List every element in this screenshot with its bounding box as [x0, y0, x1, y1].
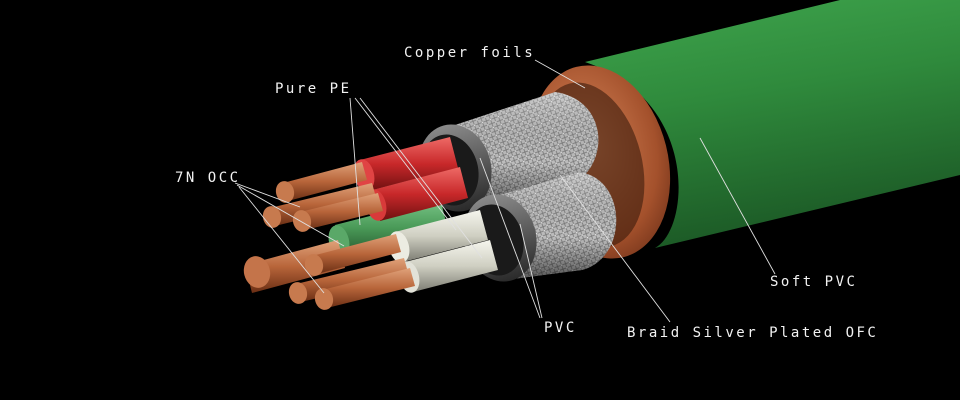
- label-copper-foils: Copper foils: [404, 45, 536, 61]
- label-braid-silver-plated-ofc: Braid Silver Plated OFC: [627, 325, 879, 341]
- red-insulation-upper: [360, 137, 458, 191]
- label-soft-pvc: Soft PVC: [770, 274, 858, 290]
- copper-conductors: [243, 162, 415, 310]
- soft-pvc-jacket: [585, 0, 960, 248]
- red-insulation-lower: [372, 167, 468, 221]
- label-7n-occ: 7N OCC: [175, 170, 241, 186]
- white-insulation-upper: [395, 210, 488, 262]
- label-pure-pe: Pure PE: [275, 81, 352, 97]
- white-insulation-lower: [405, 240, 498, 292]
- leader-lines: [234, 59, 776, 323]
- label-pvc: PVC: [544, 320, 577, 336]
- green-insulation: [335, 198, 448, 257]
